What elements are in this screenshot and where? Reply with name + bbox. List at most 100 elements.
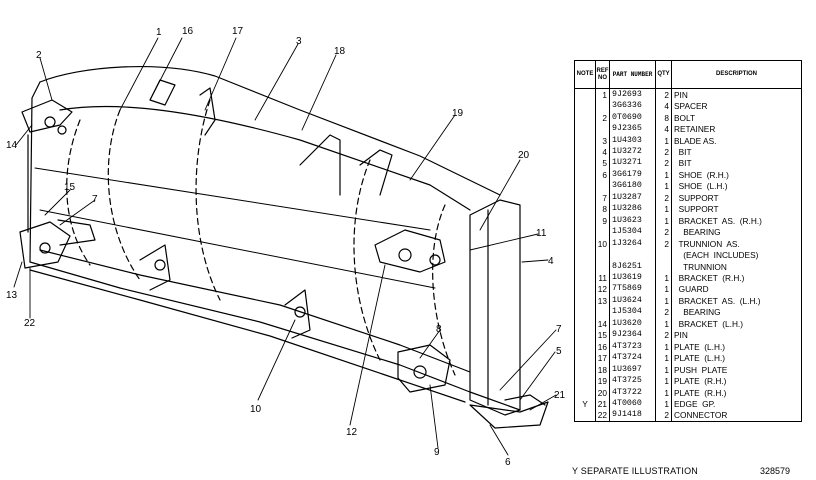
- callout: 20: [518, 150, 530, 161]
- lower-supports: [139, 244, 311, 339]
- row-part-number: 3G6179: [610, 169, 656, 181]
- row-description: BOLT: [674, 112, 696, 123]
- row-note: [575, 203, 596, 215]
- row-qty: 4: [656, 123, 672, 135]
- top-brackets: [149, 79, 393, 196]
- row-ref-no: 17: [596, 352, 610, 364]
- row-note: [575, 157, 596, 170]
- row-ref-no: 1: [596, 89, 610, 101]
- row-ref-no: 5: [596, 157, 610, 170]
- callout-labels: 1 2 3 4 5 6 7 8 9 10 11 12 13 14 15 16 1…: [6, 26, 565, 468]
- row-ref-no: [596, 226, 610, 238]
- callout: 5: [556, 346, 562, 357]
- row-description: BRACKET AS. (L.H.): [674, 295, 761, 306]
- row-qty: 2: [656, 329, 672, 341]
- row-ref-no: 9: [596, 214, 610, 227]
- row-qty: [656, 249, 672, 261]
- row-part-number: 4T0060: [610, 398, 656, 410]
- row-description: PLATE (R.H.): [674, 387, 727, 398]
- row-qty: [656, 260, 672, 273]
- header-description: DESCRIPTION: [715, 71, 757, 77]
- row-part-number: 1U3623: [610, 214, 656, 227]
- row-ref-no: [596, 260, 610, 273]
- row-qty: 2: [656, 237, 672, 250]
- row-note: [575, 192, 596, 204]
- callout: 13: [6, 290, 18, 301]
- row-qty: 1: [656, 272, 672, 284]
- row-part-number: 1U3287: [610, 192, 656, 204]
- row-description: TRUNNION AS.: [674, 238, 740, 249]
- row-note: [575, 306, 596, 319]
- row-qty: 1: [656, 180, 672, 193]
- row-qty: 2: [656, 192, 672, 204]
- row-part-number: 1U4303: [610, 134, 656, 147]
- row-qty: 2: [656, 146, 672, 158]
- row-part-number: 1U3619: [610, 272, 656, 284]
- row-note: [575, 272, 596, 284]
- row-description: GUARD: [674, 284, 709, 295]
- row-description: SHOE (L.H.): [674, 181, 728, 192]
- row-part-number: 1U3286: [610, 203, 656, 215]
- row-qty: 1: [656, 340, 672, 353]
- row-note: [575, 146, 596, 158]
- row-ref-no: [596, 306, 610, 319]
- row-description: BRACKET (L.H.): [674, 318, 744, 329]
- callout: 15: [64, 182, 76, 193]
- table-row: 8J6251 TRUNNION: [575, 260, 801, 273]
- row-description: BLADE AS.: [674, 135, 717, 146]
- row-note: [575, 363, 596, 376]
- row-part-number: 4T3725: [610, 375, 656, 387]
- row-description: PLATE (R.H.): [674, 376, 727, 387]
- row-description: BIT: [674, 146, 692, 157]
- row-part-number: 9J2365: [610, 123, 656, 135]
- row-part-number: [610, 249, 656, 261]
- table-header: NOTE REF NO PART NUMBER QTY DESCRIPTION: [575, 61, 801, 89]
- callout: 8: [436, 324, 442, 335]
- row-description: TRUNNION: [674, 261, 727, 272]
- header-ref-no: REF NO: [596, 61, 610, 88]
- callout: 18: [334, 46, 346, 57]
- row-note: [575, 295, 596, 307]
- row-description: BRACKET (R.H.): [674, 272, 745, 283]
- row-ref-no: 8: [596, 203, 610, 215]
- callout: 4: [548, 256, 554, 267]
- row-description: PLATE (L.H.): [674, 353, 726, 364]
- row-note: [575, 340, 596, 353]
- row-description: (EACH INCLUDES): [674, 250, 759, 261]
- row-ref-no: 12: [596, 283, 610, 296]
- row-ref-no: [596, 180, 610, 193]
- row-part-number: 1U3620: [610, 318, 656, 330]
- row-note: [575, 237, 596, 250]
- row-note: [575, 386, 596, 399]
- callout: 1: [156, 27, 162, 38]
- blade-outline: [29, 66, 521, 416]
- row-part-number: 4T3722: [610, 386, 656, 399]
- row-note: [575, 283, 596, 296]
- row-description: EDGE GP.: [674, 398, 716, 409]
- push-plate-dashed: [66, 99, 456, 376]
- row-qty: 2: [656, 226, 672, 238]
- row-ref-no: 21: [596, 398, 610, 410]
- header-note: NOTE: [575, 61, 596, 88]
- row-description: BEARING: [674, 227, 721, 238]
- callout: 6: [505, 457, 511, 468]
- row-qty: 1: [656, 398, 672, 410]
- row-note: [575, 352, 596, 364]
- row-qty: 1: [656, 214, 672, 227]
- row-description: SUPPORT: [674, 192, 719, 203]
- callout: 16: [182, 26, 194, 37]
- row-ref-no: 15: [596, 329, 610, 341]
